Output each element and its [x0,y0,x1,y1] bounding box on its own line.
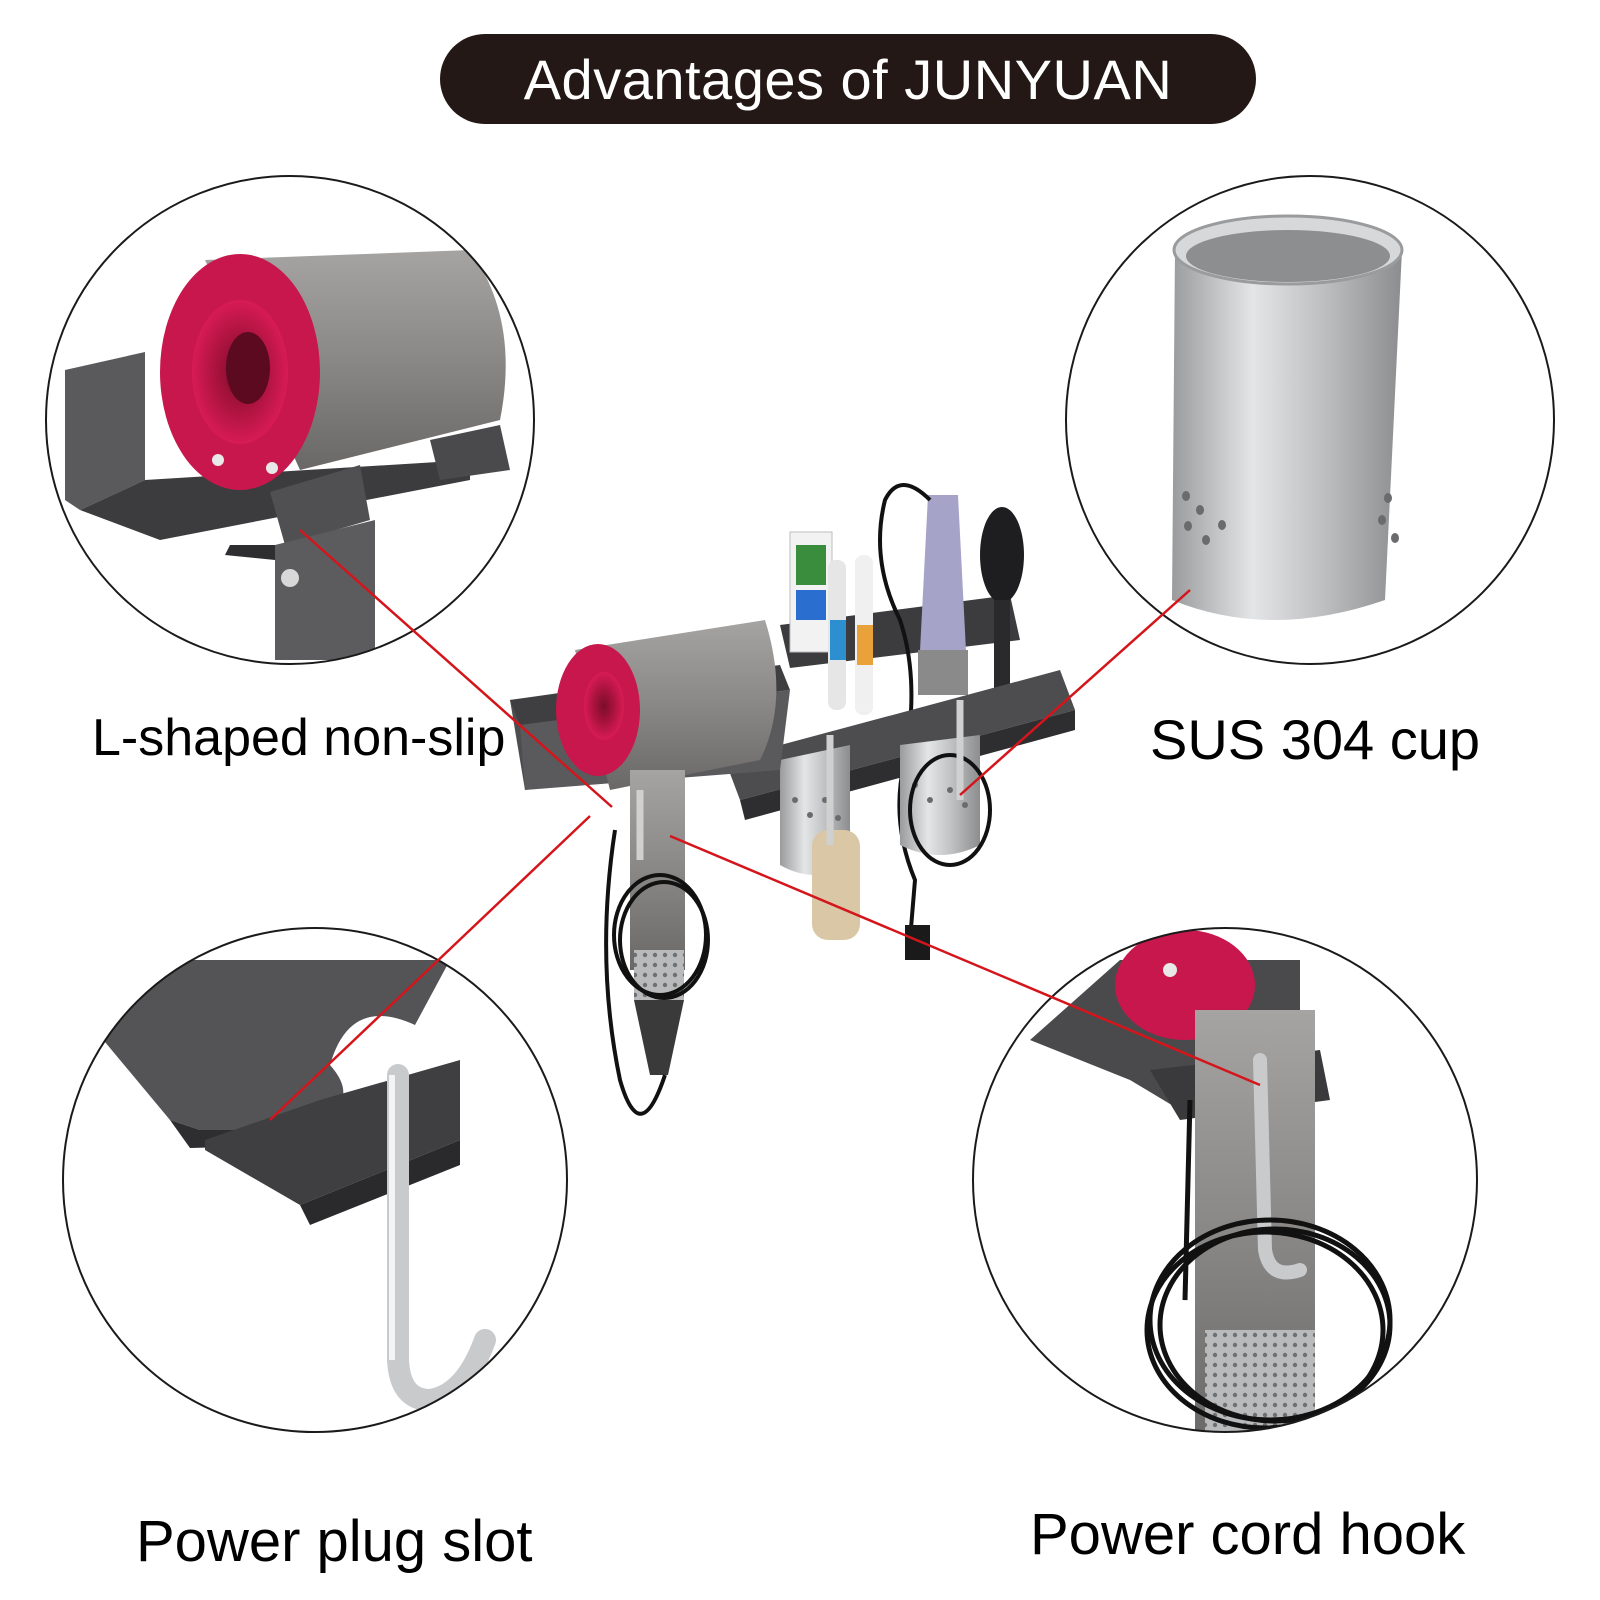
plug-slot-hook-detail [62,927,568,1433]
callout-label-l-shaped: L-shaped non-slip [92,709,506,767]
leader-lines [269,529,1261,1121]
cord-hook-detail [972,927,1478,1433]
hair-dryer-holder-rack [510,483,1075,1116]
stainless-steel-cup-detail [1065,175,1555,665]
callout-label-cord-hook: Power cord hook [1030,1502,1466,1567]
callout-label-cup: SUS 304 cup [1150,708,1480,771]
callout-label-plug-slot: Power plug slot [136,1509,533,1574]
page-title: Advantages of JUNYUAN [440,34,1256,124]
hair-dryer-on-bracket-detail [45,175,535,665]
page-title-text: Advantages of JUNYUAN [523,47,1173,111]
